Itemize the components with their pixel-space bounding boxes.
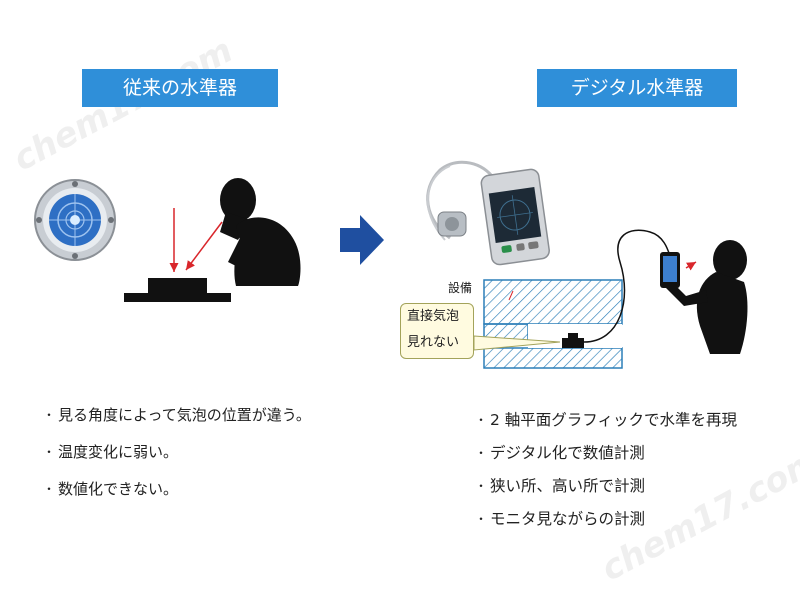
sight-line-angled [185,221,223,271]
list-item: ・温度変化に弱い。 [42,442,179,461]
smartphone-icon [660,252,697,288]
bubble-level-icon [34,179,116,261]
callout-pointer [473,335,561,351]
cable [583,229,671,343]
digital-level-label: デジタル水準器 [537,69,737,107]
sensor-block [562,338,584,348]
list-item: ・モニタ見ながらの計測 [474,510,646,528]
list-item: ・2 軸平面グラフィックで水準を再現 [474,411,737,429]
digital-features-list: ・2 軸平面グラフィックで水準を再現 ・デジタル化で数値計測 ・狭い所、高い所で… [472,407,737,539]
equipment-structure [483,279,623,369]
callout-line-1: 直接気泡 [407,309,460,324]
list-item: ・狭い所、高い所で計測 [474,477,646,495]
person-silhouette-icon [220,178,301,286]
list-item: ・数値化できない。 [42,479,179,498]
equipment-label: 設備 [448,281,473,295]
traditional-level-label: 従来の水準器 [82,69,278,107]
list-item: ・デジタル化で数値計測 [474,444,645,462]
callout-note: 直接気泡 見れない [400,303,474,359]
digital-level-device-icon [426,160,550,266]
list-item: ・見る角度によって気泡の位置が違う。 [42,405,311,424]
callout-line-2: 見れない [407,335,460,350]
traditional-drawbacks-list: ・見る角度によって気泡の位置が違う。 ・温度変化に弱い。 ・数値化できない。 [40,402,311,513]
arrow-right-icon [340,215,384,265]
level-on-surface [124,278,231,302]
